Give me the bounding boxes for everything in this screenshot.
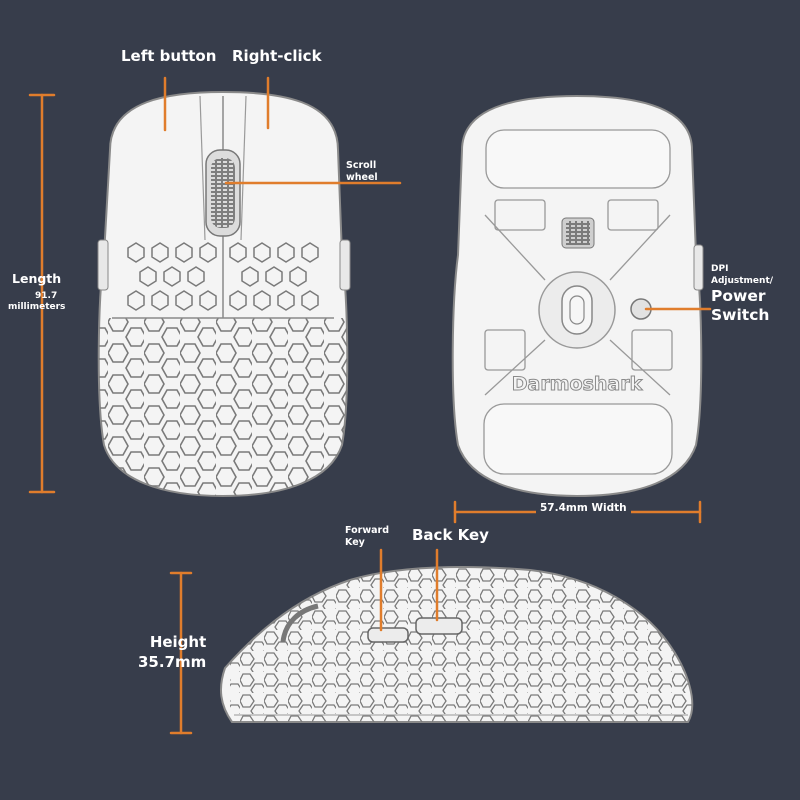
height-dimension-line [169, 571, 193, 735]
top-view-mouse [97, 90, 351, 498]
right-click-label: Right-click [232, 47, 322, 65]
forward-key [367, 627, 409, 643]
width-label: 57.4mm Width [536, 502, 631, 514]
length-value: 91.7 [35, 291, 58, 301]
left-button-label: Left button [121, 47, 217, 65]
brand-logo: Darmoshark [512, 373, 643, 395]
length-label: Length [12, 271, 62, 286]
length-dimension-line [28, 93, 56, 494]
scroll-wheel-label: Scroll wheel [346, 160, 378, 183]
dpi-power-label: DPI Adjustment/ Power Switch [711, 264, 774, 324]
bottom-view-mouse [451, 94, 704, 498]
side-view-mouse [219, 566, 694, 723]
forward-key-label: Forward Key [345, 525, 389, 548]
back-key [415, 617, 463, 635]
length-unit: millimeters [8, 302, 66, 312]
back-key-label: Back Key [412, 526, 489, 544]
height-label: Height 35.7mm [138, 633, 207, 671]
